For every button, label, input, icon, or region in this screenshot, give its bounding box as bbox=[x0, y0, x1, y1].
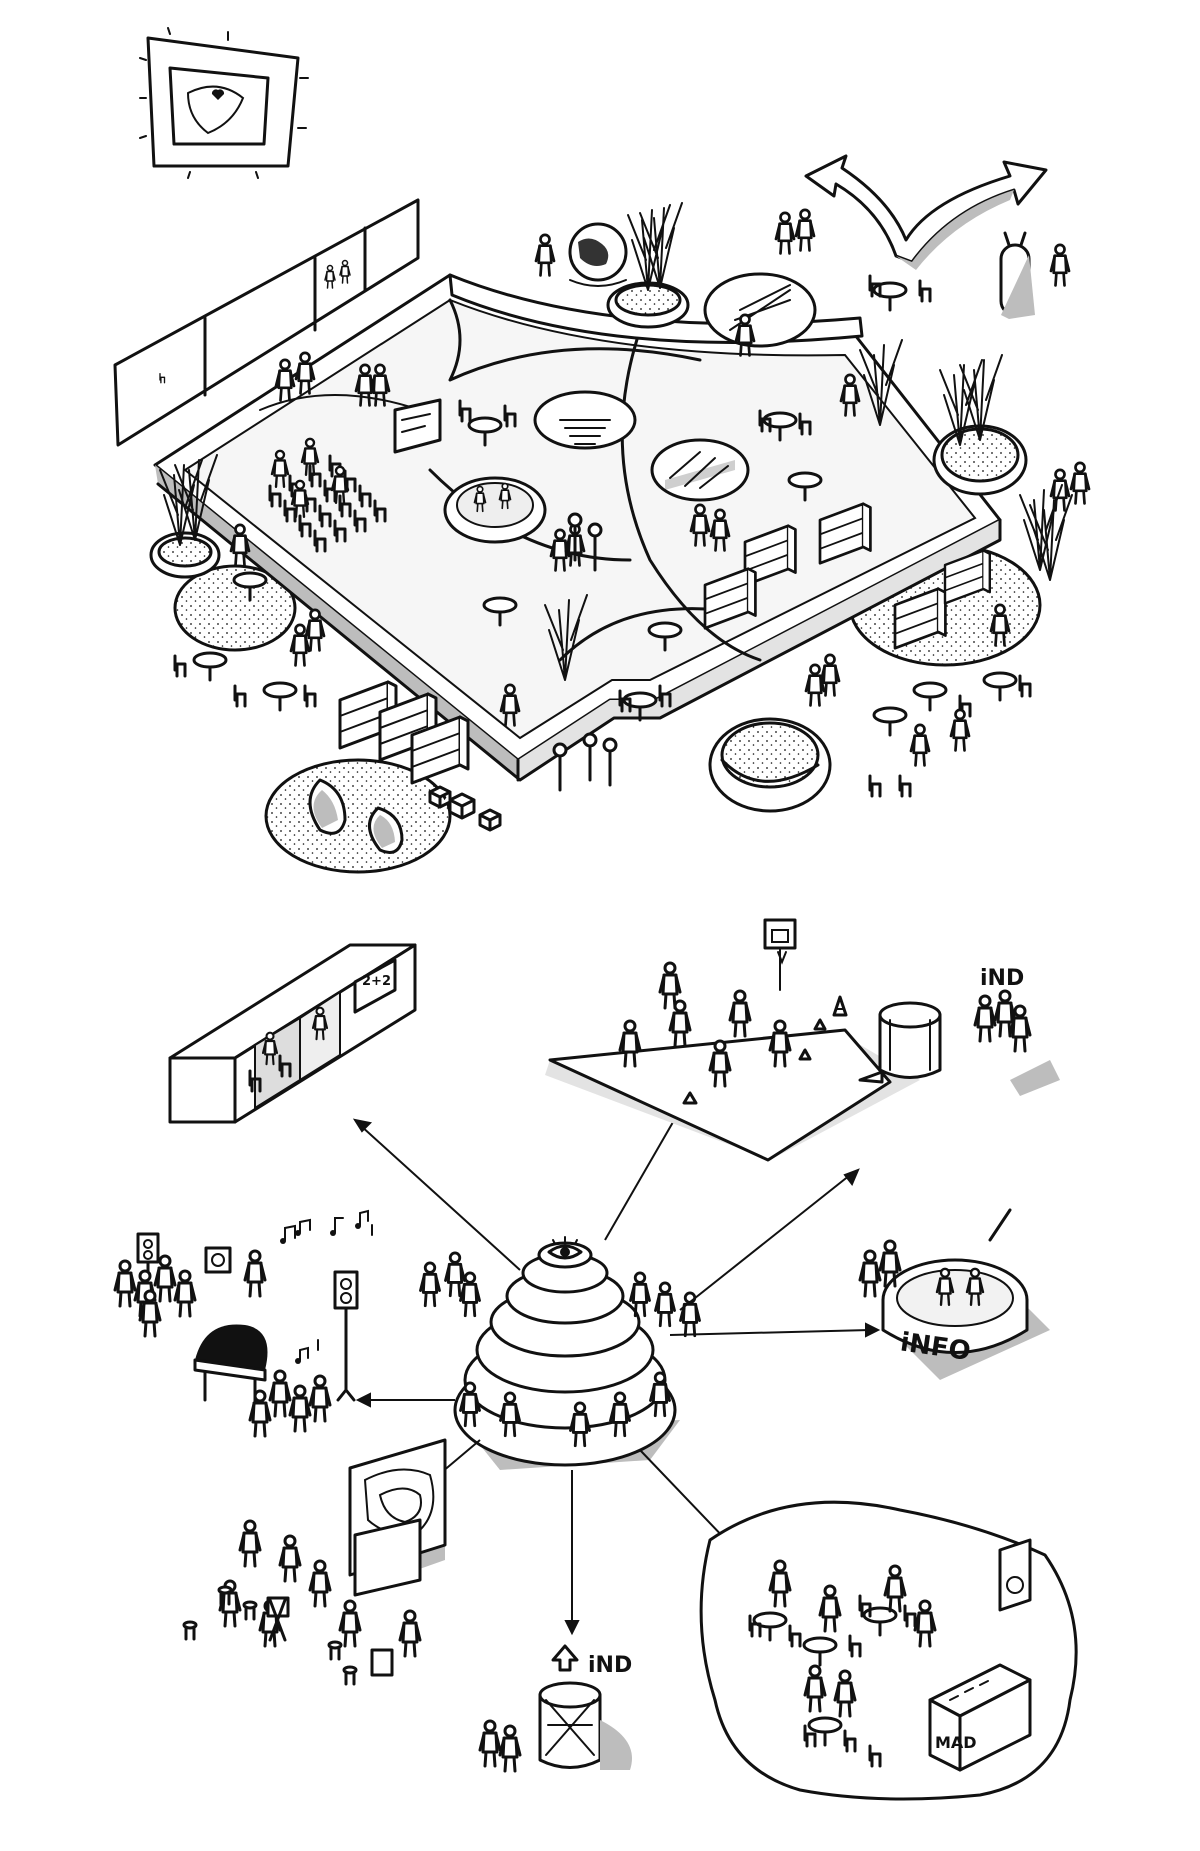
ind-kiosk-top bbox=[858, 1001, 942, 1084]
music-notes-icon bbox=[280, 1209, 373, 1364]
basketball-hoop-icon bbox=[763, 918, 797, 991]
eye-icon bbox=[547, 1236, 583, 1260]
stair-opening-right bbox=[650, 438, 750, 502]
music-performance-area bbox=[113, 1209, 373, 1438]
reading-pit-bottom bbox=[708, 717, 832, 813]
sports-court: iND bbox=[545, 918, 1060, 1162]
egg-lounge-chairs bbox=[308, 778, 404, 854]
central-eye-pavilion bbox=[419, 1236, 701, 1470]
library-building-plan bbox=[113, 198, 1091, 874]
connection-arrows bbox=[352, 1099, 881, 1636]
ind-label-bottom: iND bbox=[588, 1653, 632, 1678]
ind-label-top: iND bbox=[980, 966, 1024, 991]
whiteboard bbox=[393, 398, 442, 454]
mad-label: MAD bbox=[935, 1733, 977, 1752]
makerspace-blob: MAD bbox=[699, 1500, 1078, 1801]
framed-map-heart-icon bbox=[139, 27, 309, 179]
stippled-lounge-bottom bbox=[264, 758, 452, 874]
board-math-label: 2+2 bbox=[362, 974, 391, 989]
classroom-module: 2+2 bbox=[168, 943, 417, 1124]
round-planter-right bbox=[932, 354, 1028, 496]
reading-pit-center bbox=[443, 476, 547, 544]
round-planter-top bbox=[606, 202, 690, 329]
media-wall-banner bbox=[113, 198, 420, 447]
ind-kiosk-bottom: iND bbox=[478, 1644, 632, 1773]
double-arrow-icon bbox=[804, 154, 1048, 270]
mad-workbench: MAD bbox=[928, 1663, 1032, 1772]
traffic-cone-icon bbox=[832, 995, 848, 1017]
robot-kiosk bbox=[999, 231, 1035, 319]
info-desk: iNFO bbox=[858, 1208, 1050, 1380]
amplifier bbox=[204, 1246, 232, 1274]
grand-piano-icon bbox=[193, 1324, 268, 1404]
up-arrow-icon bbox=[551, 1644, 579, 1672]
globe-icon bbox=[568, 222, 628, 287]
art-studio-area bbox=[182, 1438, 447, 1686]
round-planter-left bbox=[149, 454, 221, 579]
